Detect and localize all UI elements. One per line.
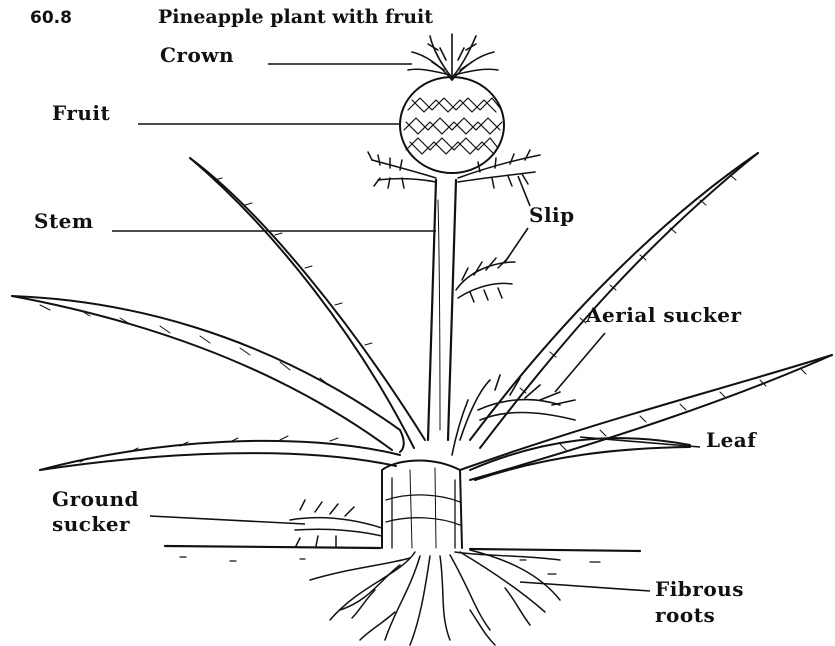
label-crown: Crown [160, 43, 234, 67]
label-fruit: Fruit [52, 101, 111, 125]
label-ground-sucker-line2: sucker [52, 512, 130, 536]
label-ground-sucker-line1: Ground [52, 487, 139, 511]
ground-sucker-shape [290, 500, 382, 546]
fruit-shape [400, 77, 504, 173]
leaf-right-tall [470, 153, 758, 448]
leader-slip-upper [518, 176, 530, 206]
fibrous-roots [310, 550, 560, 645]
label-leaf: Leaf [706, 428, 757, 452]
leader-lines [112, 64, 700, 591]
label-aerial-sucker: Aerial sucker [585, 303, 742, 327]
leader-ground-sucker [150, 516, 305, 524]
leader-slip-lower [505, 228, 528, 262]
labels: Crown Fruit Stem Slip Aerial sucker Leaf… [34, 43, 757, 627]
leader-aerial-sucker [555, 333, 605, 392]
figure-title: Pineapple plant with fruit [158, 6, 433, 28]
leaf-right-mid [470, 438, 690, 480]
crown-shape [408, 34, 498, 80]
label-fibrous-roots-line1: Fibrous [655, 577, 744, 601]
leaf-right-low [460, 355, 832, 480]
label-fibrous-roots-line2: roots [655, 603, 715, 627]
leader-fibrous-roots [520, 582, 650, 591]
stem [428, 180, 456, 440]
base-sheath [382, 461, 462, 548]
label-stem: Stem [34, 209, 94, 233]
leaf-left-low [40, 436, 400, 470]
leaf-left-tall [190, 158, 425, 448]
slips-at-fruit-base [368, 150, 540, 188]
pineapple-plant-drawing [12, 34, 832, 645]
slip-lower-shape [456, 258, 515, 302]
label-slip: Slip [529, 203, 575, 227]
figure-number: 60.8 [30, 8, 72, 28]
leaf-left-long [12, 296, 404, 452]
